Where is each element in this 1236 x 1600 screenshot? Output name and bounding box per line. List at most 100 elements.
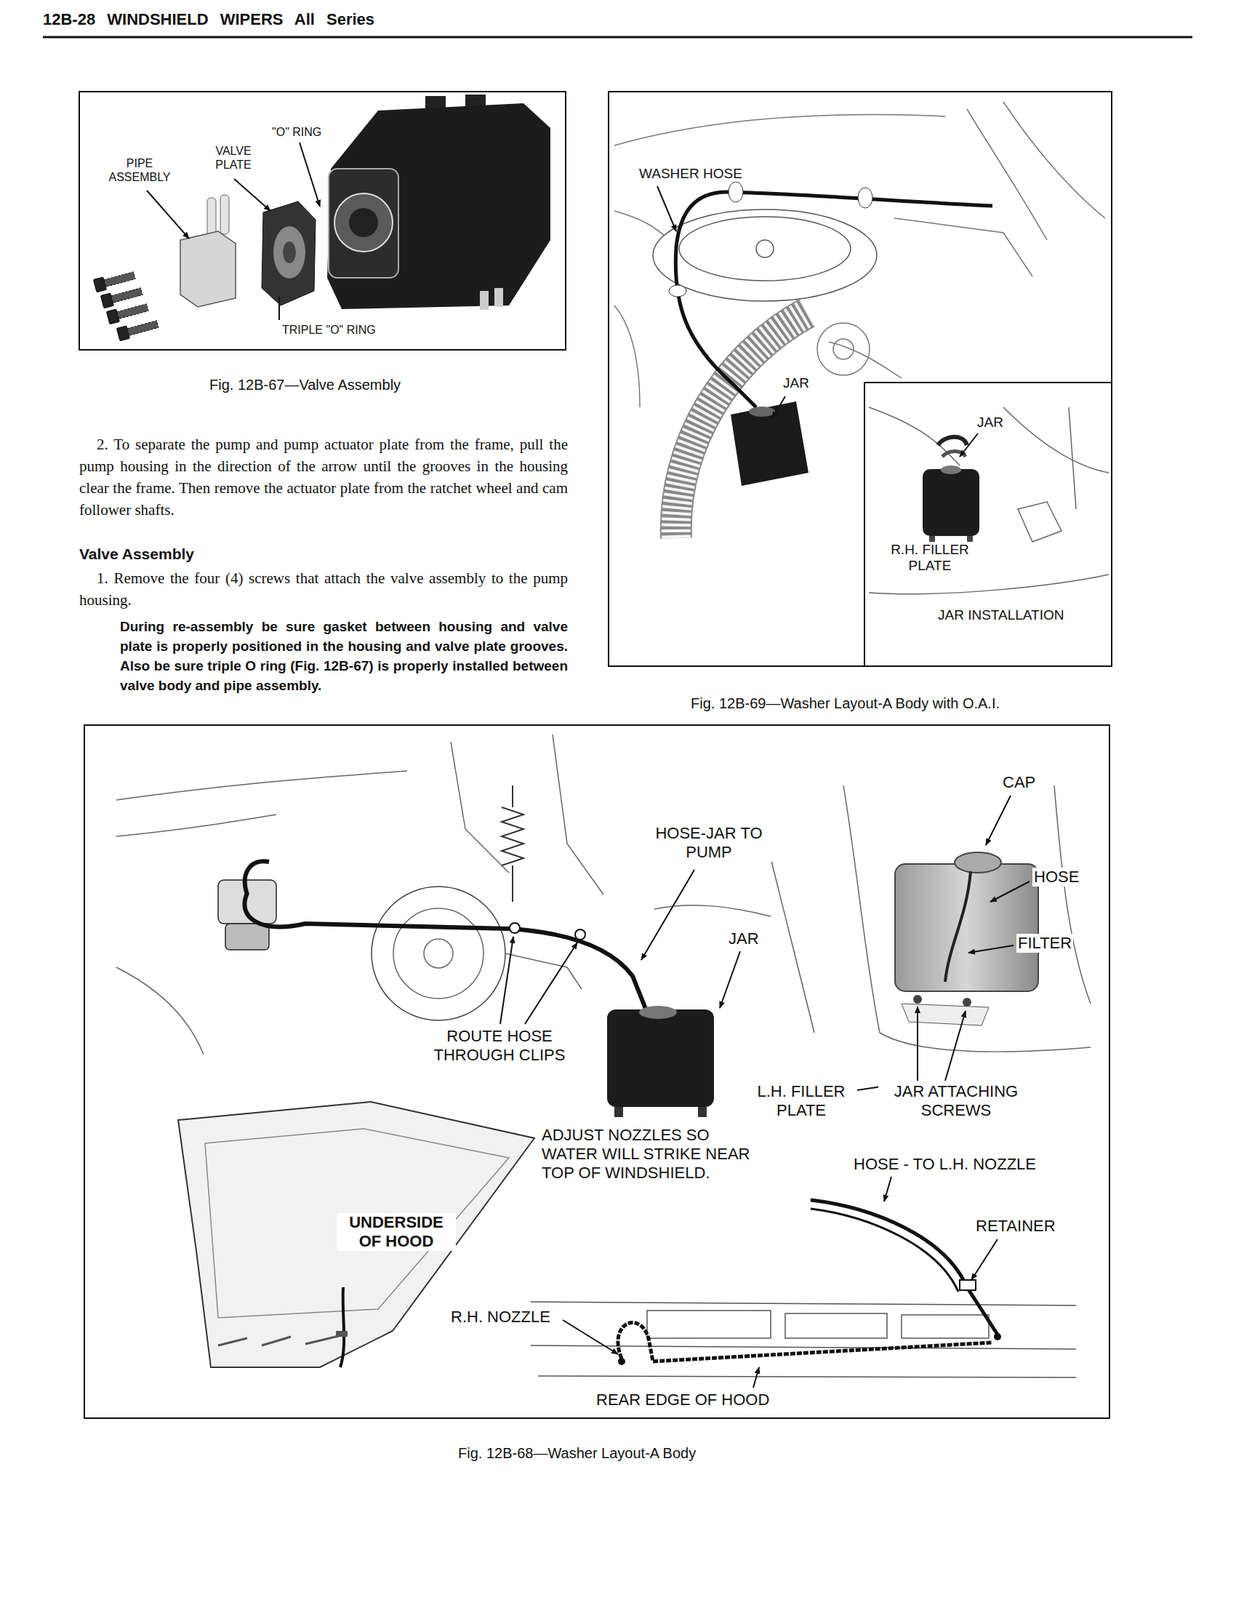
part-label: JAR: [727, 929, 761, 949]
valve-plate: [261, 201, 316, 306]
pipe-assembly: [207, 197, 216, 236]
screws: [127, 320, 159, 336]
fender-lines: [843, 785, 1091, 1052]
engine-compartment: [423, 938, 453, 968]
hood: [178, 1101, 535, 1367]
screws: [100, 285, 144, 309]
inset-sketch: [868, 574, 1109, 595]
washer-pump: [245, 860, 270, 895]
inset-sketch: [868, 407, 1109, 595]
inset-frame: [864, 382, 1112, 666]
jar-detail: [962, 997, 972, 1007]
leader-line: [945, 1010, 966, 1081]
inset-jar: [922, 468, 980, 536]
leader-line: [657, 186, 677, 232]
washer-hose: [728, 181, 744, 203]
nozzle-hoses: [810, 1199, 998, 1335]
washer-jar: [607, 1005, 714, 1117]
part-label: FILTER: [1016, 933, 1074, 953]
washer-hose: [668, 181, 993, 408]
part-label: HOSE-JAR TO PUMP: [645, 823, 773, 862]
leader-line: [641, 869, 695, 960]
inset-sketch: [1017, 501, 1062, 542]
pipe-assembly: [180, 231, 236, 307]
part-label: TRIPLE "O" RING: [280, 322, 378, 337]
engine-compartment: [116, 966, 204, 1055]
pump-housing: [327, 103, 551, 309]
inset-title: JAR INSTALLATION: [936, 607, 1066, 624]
part-label: UNDERSIDE OF HOOD: [336, 1212, 456, 1251]
leader-line: [959, 433, 978, 457]
pump-housing: [494, 287, 504, 307]
rear-edge-of-hood: [538, 1375, 1077, 1378]
pipe-assembly: [220, 194, 230, 235]
header-rule: [42, 36, 1193, 39]
screws: [117, 303, 149, 320]
leader-line: [990, 881, 1030, 902]
inset-sketch: [1068, 407, 1077, 509]
engine-sketch: [1003, 101, 1106, 219]
body-paragraph: 1. Remove the four (4) screws that attac…: [79, 567, 568, 611]
leader-line: [146, 190, 190, 239]
leader-line: [971, 1238, 998, 1280]
engine-sketch: [614, 305, 640, 408]
figure-frame: [608, 91, 1112, 666]
hood: [218, 1334, 342, 1346]
nozzle-hoses: [959, 1279, 976, 1290]
inset-jar: [940, 465, 962, 475]
inset-jar: [922, 436, 980, 545]
figure-frame: [79, 91, 566, 350]
engine-sketch: [828, 341, 902, 379]
leader-line: [278, 296, 280, 320]
engine-compartment: [770, 857, 815, 1033]
washer-pump: [225, 923, 270, 950]
rear-edge-of-hood: [785, 1313, 888, 1338]
engine-compartment: [505, 953, 582, 989]
leader-line: [524, 942, 578, 1024]
nozzle-hoses: [993, 1332, 1002, 1340]
rear-edge-of-hood: [530, 1345, 1077, 1349]
leader-line: [985, 795, 1011, 845]
washer-jar: [730, 401, 809, 486]
part-label: R.H. FILLER PLATE: [881, 541, 979, 574]
engine-compartment: [116, 734, 815, 1055]
figure-frame: [79, 91, 566, 350]
figure-frame: [608, 91, 1112, 666]
jar-detail: [954, 852, 1002, 873]
washer-pump: [218, 860, 277, 950]
screws: [111, 287, 143, 304]
instruction-label: ROUTE HOSE THROUGH CLIPS: [421, 1026, 578, 1065]
part-label: JAR: [975, 414, 1005, 431]
pump-housing: [328, 168, 399, 278]
figure-frame: [84, 724, 1110, 1418]
nozzle-hoses: [618, 1199, 1002, 1365]
jar-detail: [945, 871, 971, 982]
engine-compartment: [116, 770, 408, 800]
page-header: 12B-28 WINDSHIELD WIPERS All Series: [42, 10, 375, 30]
engine-sketch: [756, 239, 774, 258]
pump-housing: [479, 290, 489, 310]
part-label: JAR ATTACHING SCREWS: [878, 1081, 1034, 1120]
section-heading: Valve Assembly: [79, 543, 371, 565]
screws: [93, 269, 160, 341]
pump-housing: [327, 94, 551, 310]
nozzle-hoses: [618, 1322, 993, 1362]
jar-detail: [913, 994, 922, 1004]
nozzle-hoses: [810, 1208, 959, 1292]
hood: [340, 1286, 344, 1367]
engine-sketch: [679, 216, 851, 281]
leader-line: [234, 178, 271, 211]
fender-lines: [1054, 785, 1091, 1004]
hinge-spring: [511, 785, 514, 902]
leader-line: [959, 433, 978, 457]
engine-sketch: [652, 209, 877, 302]
leader-line: [719, 950, 741, 1008]
rear-edge-of-hood: [647, 1310, 771, 1338]
nozzle-hoses: [618, 1357, 626, 1365]
figure-caption: Fig. 12B-68—Washer Layout-A Body: [458, 1443, 696, 1462]
hood: [205, 1128, 509, 1318]
hinge-spring: [501, 807, 524, 866]
part-label: L.H. FILLER PLATE: [745, 1081, 858, 1120]
